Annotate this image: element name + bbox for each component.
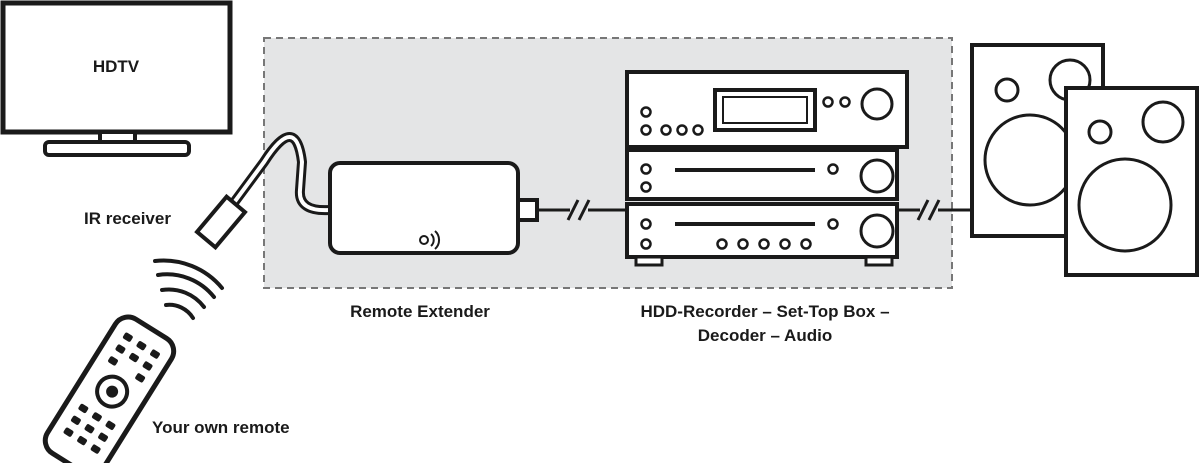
tv-label: HDTV	[93, 57, 140, 76]
remote-control	[42, 314, 177, 463]
device-stack	[625, 70, 909, 267]
remote-extender	[328, 161, 539, 255]
set-top-box-unit	[625, 148, 899, 201]
devices-label-line2: Decoder – Audio	[698, 326, 832, 345]
cable-break-icon	[566, 199, 591, 221]
remote-label: Your own remote	[152, 418, 290, 437]
cable-break-icon-2	[916, 199, 941, 221]
ir-receiver	[194, 193, 248, 251]
hdtv	[0, 0, 233, 157]
devices-label-line1: HDD-Recorder – Set-Top Box –	[640, 302, 889, 321]
ir-receiver-label: IR receiver	[84, 209, 171, 228]
ir-signal-icon	[153, 258, 224, 320]
speaker-front	[1064, 86, 1199, 277]
remote-extender-label: Remote Extender	[350, 302, 490, 321]
wireless-icon	[419, 230, 441, 250]
